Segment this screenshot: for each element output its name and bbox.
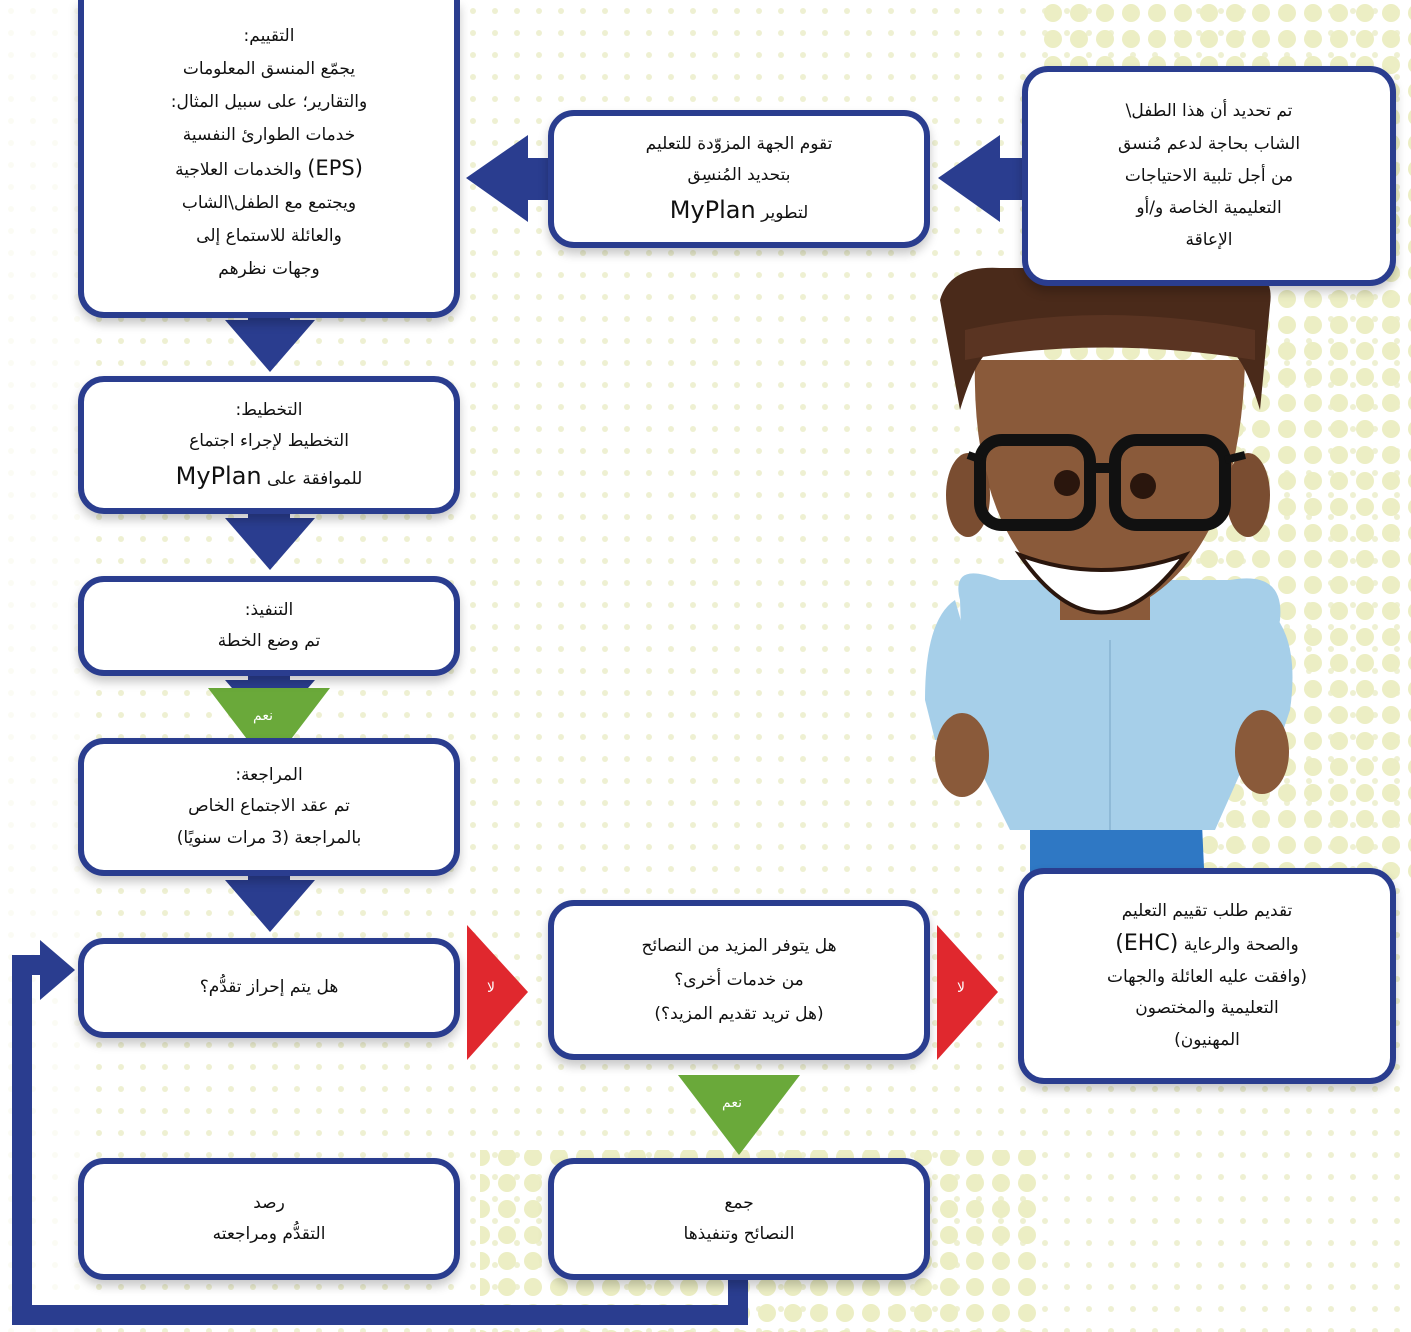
planning-myplan: MyPlan — [175, 461, 262, 490]
left-arrow-2 — [466, 135, 558, 222]
provider-box: تقوم الجهة المزوّدة للتعليم بتحديد المُن… — [548, 110, 930, 248]
identified-line-3: من أجل تلبية الاحتياجات — [1124, 165, 1294, 186]
ehc-line-3: (وافقت عليه العائلة والجهات — [1106, 966, 1308, 987]
monitor-line-1: رصد — [253, 1192, 285, 1213]
more-advice-box: هل يتوفر المزيد من النصائح من خدمات أخرى… — [548, 900, 930, 1060]
monitor-box: رصد التقدُّم ومراجعته — [78, 1158, 460, 1280]
more-advice-line-1: هل يتوفر المزيد من النصائح — [641, 936, 837, 956]
implementation-box: التنفيذ: تم وضع الخطة — [78, 576, 460, 676]
assessment-line-5: ويجتمع مع الطفل\الشاب — [181, 192, 357, 213]
ehc-line-5: المهنيون) — [1174, 1029, 1240, 1050]
progress-question-text: هل يتم إحراز تقدُّم؟ — [199, 977, 339, 998]
ehc-line-4: التعليمية والمختصون — [1135, 998, 1279, 1019]
planning-box: التخطيط: التخطيط لإجراء اجتماع للموافقة … — [78, 376, 460, 514]
provider-line-2: بتحديد المُنسِق — [687, 165, 791, 186]
provider-line-3: لتطوير MyPlan — [670, 192, 809, 229]
review-line-2: بالمراجعة (3 مرات سنويًا) — [176, 827, 362, 848]
loop-back-arrow — [12, 955, 748, 1325]
implementation-line-1: تم وضع الخطة — [217, 631, 321, 651]
ehc-acronym: (EHC) — [1115, 931, 1179, 957]
no-arrow-2 — [937, 925, 998, 1060]
identified-line-1: تم تحديد أن هذا الطفل\ — [1125, 101, 1293, 122]
planning-line-2: للموافقة على MyPlan — [176, 458, 363, 495]
provider-line-1: تقوم الجهة المزوّدة للتعليم — [645, 133, 833, 154]
review-line-1: تم عقد الاجتماع الخاص — [188, 796, 350, 817]
assessment-line-3: خدمات الطوارئ النفسية — [182, 125, 356, 146]
monitor-line-2: التقدُّم ومراجعته — [212, 1224, 326, 1244]
down-arrow-1 — [225, 312, 315, 372]
assessment-line-6: والعائلة للاستماع إلى — [196, 225, 342, 246]
assessment-line-1: يجمّع المنسق المعلومات — [182, 59, 356, 80]
provider-line-3-prefix: لتطوير — [755, 202, 809, 223]
implementation-title: التنفيذ: — [244, 599, 294, 620]
assessment-line-7: وجهات نظرهم — [218, 258, 320, 279]
yes-arrow-1 — [208, 688, 330, 768]
progress-question-box: هل يتم إحراز تقدُّم؟ — [78, 938, 460, 1038]
down-arrow-2 — [225, 510, 315, 570]
planning-line-2-prefix: للموافقة على — [261, 468, 363, 489]
identified-line-4: التعليمية الخاصة و/أو — [1136, 198, 1282, 219]
ehc-box: تقديم طلب تقييم التعليم والصحة والرعاية … — [1018, 868, 1396, 1084]
ehc-line-1: تقديم طلب تقييم التعليم — [1121, 900, 1293, 921]
ehc-line-2-prefix: والصحة والرعاية — [1178, 935, 1299, 956]
collect-line-1: جمع — [724, 1192, 754, 1213]
more-advice-line-2: من خدمات أخرى؟ — [674, 970, 804, 990]
assessment-line-4: (EPS) والخدمات العلاجية — [175, 153, 363, 187]
no-label-1: لا — [487, 980, 495, 996]
review-title: المراجعة: — [235, 764, 303, 785]
more-advice-line-3: (هل تريد تقديم المزيد؟) — [654, 1004, 824, 1024]
no-arrow-1 — [467, 925, 528, 1060]
assessment-eps: (EPS) — [307, 155, 363, 180]
assessment-box: التقييم: يجمّع المنسق المعلومات والتقاري… — [78, 0, 460, 318]
assessment-line-2: والتقارير؛ على سبيل المثال: — [170, 92, 368, 113]
assessment-title: التقييم: — [243, 25, 295, 46]
planning-line-1: التخطيط لإجراء اجتماع — [189, 431, 349, 452]
left-arrow-1 — [938, 135, 1030, 222]
yes-label-2: نعم — [722, 1095, 742, 1111]
no-label-2: لا — [957, 980, 965, 996]
ehc-line-2: والصحة والرعاية (EHC) — [1115, 927, 1298, 961]
planning-title: التخطيط: — [235, 399, 303, 420]
review-box: المراجعة: تم عقد الاجتماع الخاص بالمراجع… — [78, 738, 460, 876]
yes-arrow-2 — [678, 1075, 800, 1155]
identified-line-5: الإعاقة — [1185, 230, 1233, 251]
collect-line-2: النصائح وتنفيذها — [683, 1224, 795, 1244]
assessment-eps-rest: والخدمات العلاجية — [175, 159, 308, 180]
down-arrow-4 — [225, 872, 315, 932]
collect-box: جمع النصائح وتنفيذها — [548, 1158, 930, 1280]
yes-label-1: نعم — [253, 708, 273, 724]
identified-line-2: الشاب بحاجة لدعم مُنسق — [1117, 133, 1301, 154]
provider-myplan: MyPlan — [669, 195, 756, 224]
identified-box: تم تحديد أن هذا الطفل\ الشاب بحاجة لدعم … — [1022, 66, 1396, 286]
